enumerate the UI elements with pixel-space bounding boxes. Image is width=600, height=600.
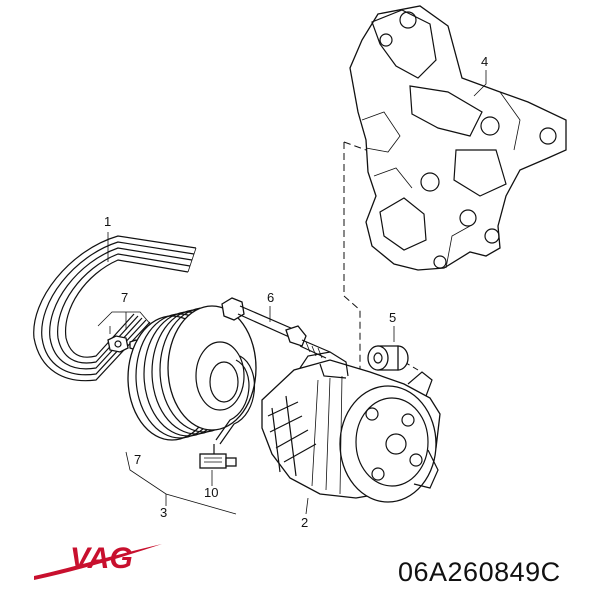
callout-nut-lower: 7 [134,452,141,467]
callout-bolt: 6 [267,290,274,305]
mounting-bracket [349,5,567,271]
callout-bushing: 5 [389,310,396,325]
callout-compressor: 2 [301,515,308,530]
magnetic-clutch-pulley [127,305,257,445]
callout-bracket: 4 [481,54,488,69]
spacer-bushing [367,345,409,371]
part-number: 06A260849C [398,557,561,587]
ac-compressor [261,351,441,503]
electrical-connector [199,444,237,469]
vag-logo-text: VAG [70,542,133,575]
callout-clutch: 3 [160,505,167,520]
ribbed-drive-belt [33,235,197,382]
long-bolt [221,297,331,359]
vag-logo: VAG [34,542,162,580]
callout-belt: 1 [104,214,111,229]
callout-nut-upper: 7 [121,290,128,305]
callout-connector: 10 [204,485,218,500]
